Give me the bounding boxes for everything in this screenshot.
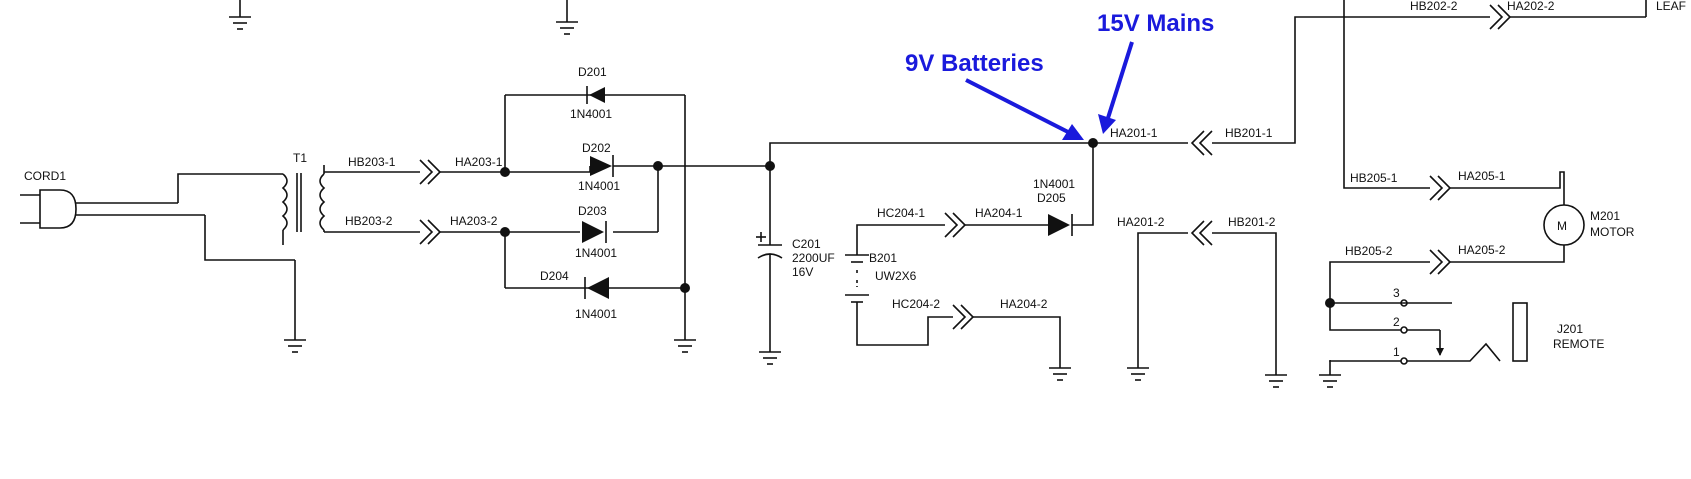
ha205-2-label: HA205-2	[1458, 243, 1506, 257]
hb202-2-label: HB202-2	[1410, 0, 1458, 13]
d203-label: D203	[578, 204, 607, 218]
junction-dot	[653, 161, 663, 171]
connector-hc204-1	[944, 212, 967, 238]
main-rail	[769, 142, 1093, 245]
ha203-2-label: HA203-2	[450, 214, 498, 228]
d205-label: D205	[1037, 191, 1066, 205]
d203-part-label: 1N4001	[575, 246, 617, 260]
diode-d203	[582, 221, 607, 243]
wire	[1343, 0, 1430, 189]
d201-part-label: 1N4001	[570, 107, 612, 121]
hb205-2-label: HB205-2	[1345, 244, 1393, 258]
cord-label: CORD1	[24, 169, 66, 183]
diode-d205	[1048, 143, 1094, 236]
wire	[1212, 232, 1277, 375]
connector-hc204-2	[952, 304, 975, 330]
transformer-label: T1	[293, 151, 307, 165]
wire	[1137, 232, 1188, 368]
c201-voltage-label: 16V	[792, 265, 813, 279]
jack-pin2-label: 2	[1393, 315, 1400, 329]
c201-label: C201	[792, 237, 821, 251]
battery-b201	[845, 224, 953, 346]
ha202-2-label: HA202-2	[1507, 0, 1555, 13]
d202-part-label: 1N4001	[578, 179, 620, 193]
jack-pin3-label: 3	[1393, 286, 1400, 300]
hb201-1-label: HB201-1	[1225, 126, 1273, 140]
junction-dot	[680, 283, 690, 293]
j201-label: J201	[1557, 322, 1583, 336]
hb203-1-label: HB203-1	[348, 155, 396, 169]
annotation-15v-mains: 15V Mains	[1097, 10, 1214, 37]
d202-label: D202	[582, 141, 611, 155]
jack-j201	[1318, 298, 1528, 388]
annotation-9v-batteries: 9V Batteries	[905, 50, 1044, 77]
hb203-2-label: HB203-2	[345, 214, 393, 228]
arrow-to-junction	[965, 41, 1134, 140]
d204-label: D204	[540, 269, 569, 283]
leaf-label: LEAF	[1656, 0, 1686, 13]
power-cord-plug	[20, 189, 205, 229]
b201-label: B201	[869, 251, 897, 265]
wire	[1450, 171, 1565, 205]
diode-d204	[584, 277, 609, 299]
ha201-1-label: HA201-1	[1110, 126, 1158, 140]
hb205-1-label: HB205-1	[1350, 171, 1398, 185]
d205-part-label: 1N4001	[1033, 177, 1075, 191]
wire	[1329, 261, 1430, 303]
wire	[1450, 258, 1565, 263]
junction-dot	[500, 227, 510, 237]
diode-d201	[586, 86, 605, 104]
wire	[973, 316, 1061, 368]
m201-label: M201	[1590, 209, 1620, 223]
b201-part-label: UW2X6	[875, 269, 917, 283]
hc204-1-label: HC204-1	[877, 206, 925, 220]
connector-hb205-1	[1429, 175, 1452, 201]
transformer-t1	[177, 165, 326, 353]
ha203-1-label: HA203-1	[455, 155, 503, 169]
connector-hb201-2	[1190, 220, 1213, 246]
hb201-2-label: HB201-2	[1228, 215, 1276, 229]
jack-pin1-label: 1	[1393, 345, 1400, 359]
bridge-rectifier	[504, 94, 770, 353]
d201-label: D201	[578, 65, 607, 79]
ha204-2-label: HA204-2	[1000, 297, 1048, 311]
wire	[1212, 16, 1344, 144]
d204-part-label: 1N4001	[575, 307, 617, 321]
junction-dot	[500, 167, 510, 177]
c201-value-label: 2200UF	[792, 251, 835, 265]
capacitor-c201	[756, 232, 783, 365]
ground-symbol	[228, 0, 252, 30]
hc204-2-label: HC204-2	[892, 297, 940, 311]
diode-d202	[589, 155, 614, 177]
connector-hb201-1	[1190, 130, 1213, 156]
motor-label: MOTOR	[1590, 225, 1635, 239]
connector-hb203-2	[419, 219, 442, 245]
ha205-1-label: HA205-1	[1458, 169, 1506, 183]
ha201-2-label: HA201-2	[1117, 215, 1165, 229]
ground-symbol	[555, 0, 579, 35]
motor-m201: M	[1543, 204, 1585, 258]
connector-hb205-2	[1429, 249, 1452, 275]
ha204-1-label: HA204-1	[975, 206, 1023, 220]
svg-text:M: M	[1557, 219, 1567, 233]
remote-label: REMOTE	[1553, 337, 1604, 351]
connector-hb203-1	[419, 159, 442, 185]
